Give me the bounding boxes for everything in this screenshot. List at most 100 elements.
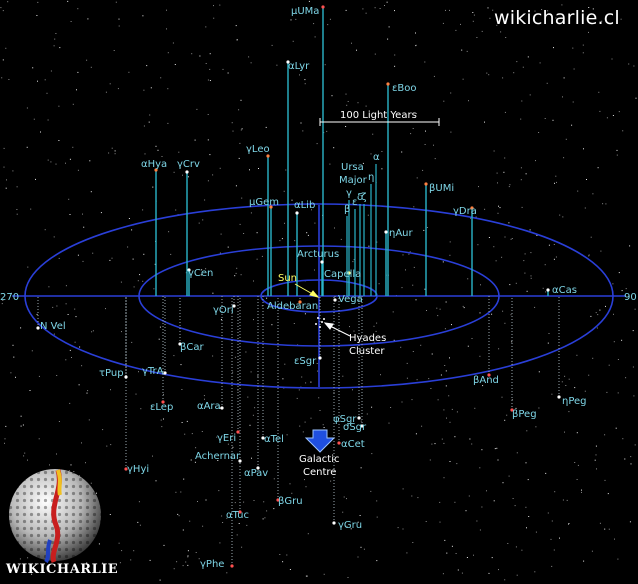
background-star xyxy=(282,561,284,563)
background-star xyxy=(577,464,579,466)
star-marker xyxy=(487,373,491,377)
background-star xyxy=(633,395,635,397)
background-star xyxy=(65,359,67,361)
background-star xyxy=(227,246,229,248)
background-star xyxy=(137,280,139,282)
background-star xyxy=(522,66,524,68)
background-star xyxy=(227,443,229,445)
background-star xyxy=(1,77,3,79)
background-star xyxy=(73,471,75,472)
background-star xyxy=(178,151,180,153)
background-star xyxy=(634,308,636,310)
background-star xyxy=(628,63,630,65)
background-star xyxy=(497,182,498,184)
background-star xyxy=(131,229,133,231)
background-star xyxy=(38,375,40,377)
background-star xyxy=(498,348,500,350)
star-label: ηPeg xyxy=(562,396,587,407)
background-star xyxy=(102,429,104,431)
background-star xyxy=(163,418,164,420)
background-star xyxy=(508,222,510,224)
background-star xyxy=(625,288,627,290)
background-star xyxy=(329,163,331,165)
background-star xyxy=(424,144,426,145)
background-star xyxy=(526,290,528,292)
background-star xyxy=(487,7,489,9)
background-star xyxy=(372,133,374,135)
background-star xyxy=(612,283,614,285)
background-star xyxy=(143,253,145,255)
background-star xyxy=(53,333,55,335)
background-star xyxy=(316,143,318,145)
background-star xyxy=(89,160,91,162)
background-star xyxy=(449,254,451,256)
background-star xyxy=(387,38,389,40)
background-star xyxy=(79,475,80,477)
background-star xyxy=(397,527,399,529)
background-star xyxy=(366,413,368,415)
background-star xyxy=(524,253,526,255)
background-star xyxy=(486,72,488,74)
background-star xyxy=(571,124,573,126)
background-star xyxy=(83,226,85,228)
background-star xyxy=(547,512,549,514)
background-star xyxy=(599,522,601,524)
background-star xyxy=(556,181,557,183)
background-star xyxy=(405,269,406,271)
background-star xyxy=(119,562,121,564)
background-star xyxy=(480,284,481,286)
background-star xyxy=(289,569,291,570)
background-star xyxy=(133,550,135,552)
background-star xyxy=(213,17,215,19)
background-star xyxy=(583,148,584,150)
galactic-plane-rings xyxy=(12,203,626,389)
background-star xyxy=(599,110,601,112)
background-star xyxy=(273,508,275,510)
background-star xyxy=(573,68,575,70)
star-marker xyxy=(161,400,165,404)
background-star xyxy=(559,214,561,216)
background-star xyxy=(200,274,202,276)
background-star xyxy=(155,480,157,482)
ursa-member-label: η xyxy=(368,172,374,183)
background-star xyxy=(109,259,111,261)
background-star xyxy=(562,96,563,98)
background-star xyxy=(241,128,243,130)
background-star xyxy=(297,306,299,308)
star-marker xyxy=(266,154,270,158)
background-star xyxy=(221,515,223,517)
background-star xyxy=(604,479,606,481)
ursa-member-label: α xyxy=(373,152,380,163)
background-star xyxy=(146,65,148,67)
star-label: βUMi xyxy=(429,183,454,194)
background-star xyxy=(297,206,299,207)
background-star xyxy=(379,8,381,9)
background-star xyxy=(521,100,523,102)
background-star xyxy=(236,267,238,269)
background-star xyxy=(35,178,36,180)
background-star xyxy=(161,426,163,428)
background-star xyxy=(561,381,563,383)
ursa-member-label: ζ xyxy=(361,192,366,203)
star-stems xyxy=(37,7,560,566)
star-label: Capella xyxy=(324,269,361,280)
background-star xyxy=(281,238,283,240)
background-star xyxy=(282,378,284,380)
background-star xyxy=(314,36,316,38)
background-star xyxy=(209,154,211,156)
background-star xyxy=(77,254,79,256)
background-star xyxy=(378,283,380,285)
background-star xyxy=(7,1,9,3)
background-star xyxy=(576,432,578,434)
background-star xyxy=(256,232,258,234)
star-marker xyxy=(261,436,265,440)
background-star xyxy=(59,47,61,49)
background-star xyxy=(444,365,446,366)
background-star xyxy=(251,457,252,459)
background-star xyxy=(445,301,447,303)
galactic-centre-arrow-icon xyxy=(304,429,336,453)
background-star xyxy=(234,275,236,277)
background-star xyxy=(445,9,446,11)
background-star xyxy=(10,372,12,374)
